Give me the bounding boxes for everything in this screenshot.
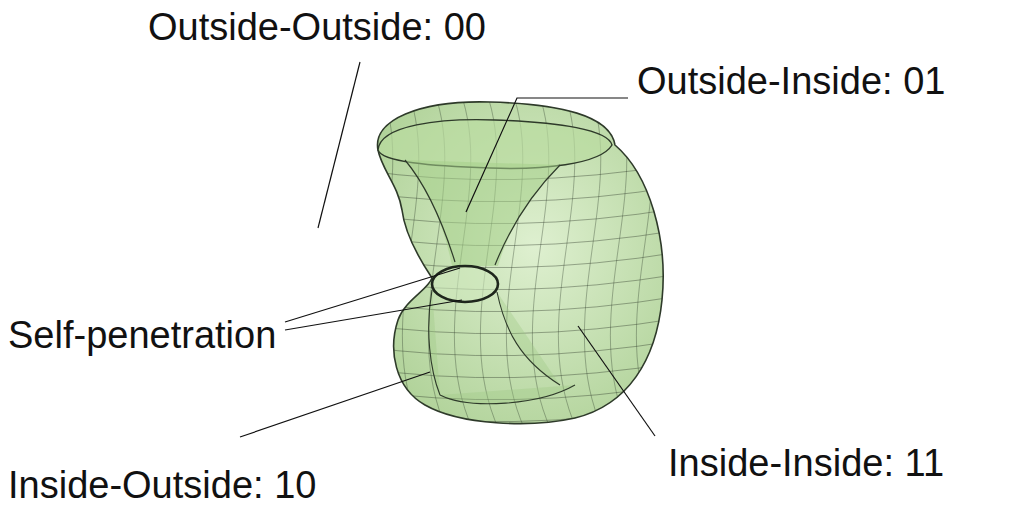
grid-line <box>610 100 629 430</box>
leader-line <box>466 98 628 212</box>
region-label: Outside-Outside: 00 <box>148 4 486 50</box>
region-label: Outside-Inside: 01 <box>637 58 945 104</box>
grid-line <box>360 406 680 422</box>
leader-line <box>285 268 460 322</box>
surface-grid <box>360 100 680 430</box>
grid-line <box>360 252 680 268</box>
region-label: Self-penetration <box>8 312 276 358</box>
region-label: Inside-Inside: 11 <box>668 440 944 486</box>
leader-line <box>285 300 462 330</box>
leader-lines <box>240 62 655 437</box>
tube-edges <box>429 290 575 404</box>
grid-line <box>360 230 680 246</box>
grid-line <box>360 362 680 378</box>
leader-line <box>240 372 430 437</box>
self-penetration-curve <box>432 266 498 302</box>
region-label: Inside-Outside: 10 <box>8 462 316 508</box>
leader-line <box>318 62 360 228</box>
grid-line <box>636 100 655 430</box>
grid-line <box>360 274 680 290</box>
leader-line <box>578 326 655 436</box>
